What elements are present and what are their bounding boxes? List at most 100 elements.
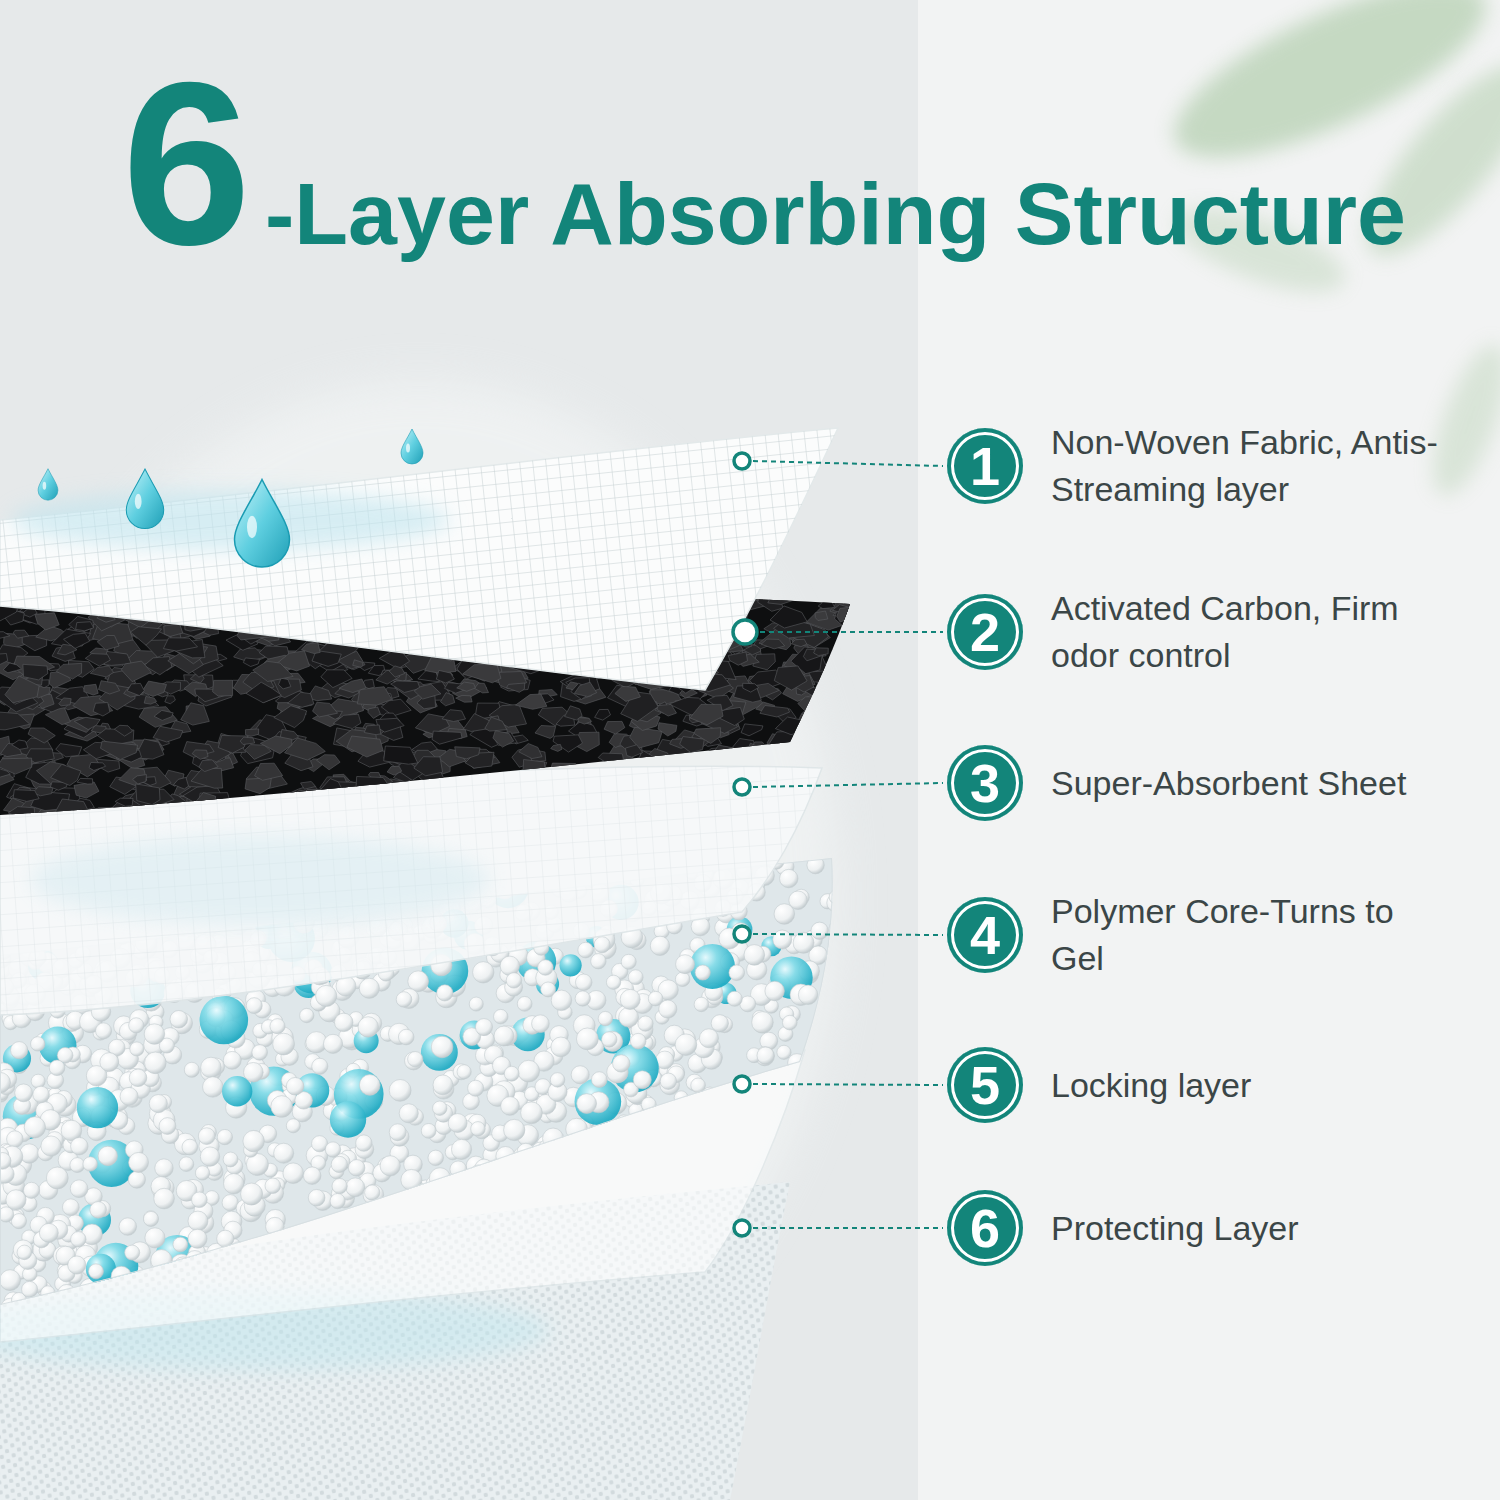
carbon-chunk bbox=[139, 707, 177, 728]
polymer-bead bbox=[782, 1015, 797, 1030]
polymer-bead bbox=[535, 1212, 554, 1231]
carbon-chunk bbox=[333, 793, 349, 801]
carbon-chunk bbox=[427, 800, 441, 809]
polymer-bead bbox=[489, 1241, 508, 1260]
carbon-chunk bbox=[838, 700, 850, 711]
polymer-bead bbox=[699, 1029, 718, 1048]
carbon-chunk bbox=[838, 726, 857, 739]
polymer-bead bbox=[831, 1092, 845, 1106]
carbon-chunk bbox=[844, 798, 879, 817]
polymer-bead bbox=[490, 1286, 506, 1302]
polymer-bead bbox=[654, 1286, 669, 1301]
polymer-bead bbox=[7, 1131, 24, 1148]
carbon-chunk bbox=[243, 658, 259, 667]
polymer-bead bbox=[640, 1137, 654, 1151]
polymer-bead bbox=[803, 1223, 823, 1243]
polymer-bead bbox=[535, 1226, 554, 1245]
polymer-bead bbox=[815, 1074, 832, 1091]
polymer-bead bbox=[626, 1133, 647, 1154]
polymer-bead bbox=[427, 1244, 449, 1266]
polymer-bead bbox=[319, 1233, 334, 1248]
carbon-chunk bbox=[473, 781, 495, 795]
polymer-bead bbox=[20, 1144, 39, 1163]
polymer-bead bbox=[551, 1037, 571, 1057]
carbon-chunk bbox=[791, 639, 806, 647]
polymer-bead bbox=[706, 1211, 727, 1232]
polymer-bead bbox=[803, 1060, 823, 1080]
polymer-bead bbox=[561, 1163, 575, 1177]
polymer-bead bbox=[235, 1304, 251, 1320]
gel-bubble bbox=[743, 1174, 763, 1194]
polymer-bead bbox=[767, 1133, 782, 1148]
polymer-bead bbox=[168, 1300, 185, 1317]
polymer-bead bbox=[203, 1077, 223, 1097]
carbon-chunk bbox=[35, 613, 59, 630]
polymer-bead bbox=[676, 1187, 691, 1202]
polymer-bead bbox=[223, 1152, 238, 1167]
polymer-bead bbox=[476, 1167, 491, 1182]
polymer-bead bbox=[739, 1129, 753, 1143]
carbon-chunk bbox=[815, 611, 828, 621]
polymer-bead bbox=[538, 1151, 559, 1172]
polymer-bead bbox=[212, 1284, 230, 1302]
polymer-bead bbox=[599, 1123, 613, 1137]
polymer-bead bbox=[626, 1239, 643, 1256]
polymer-bead bbox=[192, 1192, 208, 1208]
polymer-bead bbox=[711, 1015, 728, 1032]
polymer-bead bbox=[331, 1156, 347, 1172]
polymer-bead bbox=[781, 1228, 799, 1246]
polymer-bead bbox=[359, 1075, 380, 1096]
polymer-bead bbox=[752, 1273, 767, 1288]
polymer-bead bbox=[829, 890, 843, 904]
carbon-chunk bbox=[664, 766, 675, 774]
polymer-bead bbox=[772, 1089, 793, 1110]
polymer-bead bbox=[733, 1152, 754, 1173]
polymer-bead bbox=[590, 1268, 609, 1287]
gel-bubble bbox=[791, 1095, 836, 1140]
polymer-bead bbox=[606, 975, 620, 989]
polymer-bead bbox=[437, 985, 453, 1001]
polymer-bead bbox=[328, 1266, 350, 1288]
polymer-bead bbox=[700, 1181, 720, 1201]
carbon-chunk bbox=[307, 794, 329, 807]
polymer-bead bbox=[720, 1247, 741, 1268]
polymer-bead bbox=[767, 1200, 787, 1220]
polymer-bead bbox=[291, 1227, 307, 1243]
polymer-bead bbox=[247, 1248, 262, 1263]
polymer-bead bbox=[786, 1206, 806, 1226]
polymer-bead bbox=[806, 1114, 827, 1135]
polymer-bead bbox=[410, 1261, 431, 1282]
polymer-bead bbox=[579, 1201, 594, 1216]
polymer-bead bbox=[709, 1274, 730, 1295]
polymer-bead bbox=[643, 1170, 663, 1190]
polymer-bead bbox=[780, 869, 798, 887]
carbon-chunk bbox=[847, 606, 870, 619]
gel-bubble bbox=[467, 1223, 489, 1245]
polymer-bead bbox=[70, 1158, 85, 1173]
carbon-chunk bbox=[245, 729, 258, 736]
polymer-bead bbox=[103, 1279, 121, 1297]
polymer-bead bbox=[631, 1210, 650, 1229]
polymer-bead bbox=[621, 954, 636, 969]
absorbent-texture bbox=[0, 766, 822, 1015]
polymer-bead bbox=[591, 1072, 607, 1088]
polymer-bead bbox=[100, 1053, 119, 1072]
polymer-bead bbox=[580, 1254, 601, 1275]
polymer-bead bbox=[532, 1015, 550, 1033]
polymer-bead bbox=[13, 1303, 33, 1323]
polymer-bead bbox=[634, 1225, 652, 1243]
polymer-bead bbox=[676, 955, 695, 974]
polymer-bead bbox=[119, 1218, 137, 1236]
carbon-chunk bbox=[161, 811, 177, 821]
carbon-chunk bbox=[624, 788, 637, 795]
carbon-chunk bbox=[567, 787, 595, 810]
polymer-bead bbox=[784, 1157, 803, 1176]
carbon-chunk bbox=[491, 779, 514, 792]
polymer-bead bbox=[174, 1257, 192, 1275]
polymer-bead bbox=[373, 1229, 392, 1248]
polymer-bead bbox=[676, 1189, 691, 1204]
polymer-bead bbox=[341, 1235, 356, 1250]
polymer-bead bbox=[575, 991, 590, 1006]
carbon-chunk bbox=[320, 777, 351, 800]
